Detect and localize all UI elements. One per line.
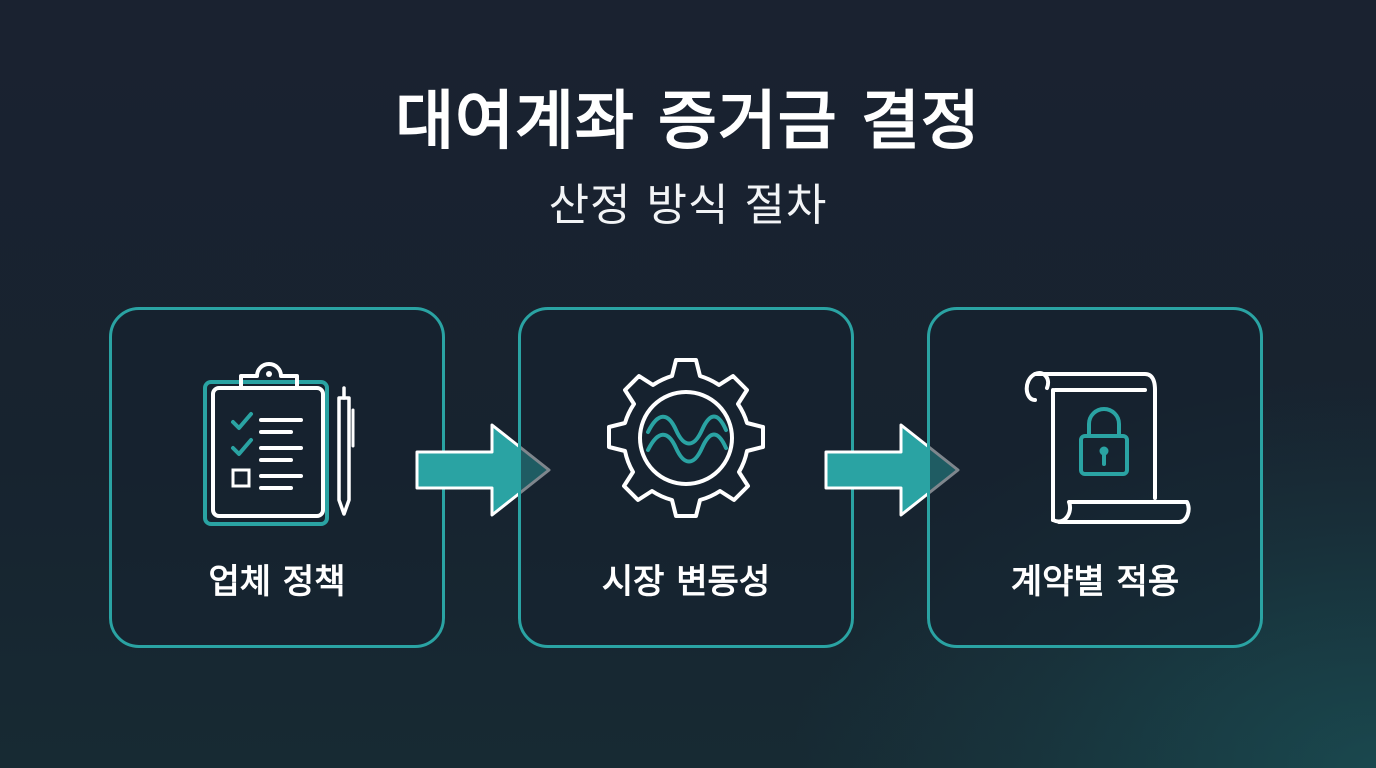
step-card-company-policy: 업체 정책 [109,307,445,648]
clipboard-checklist-icon [112,350,442,530]
gear-wave-icon [521,350,851,530]
page-subtitle: 산정 방식 절차 [548,180,828,231]
step-label: 시장 변동성 [601,562,771,602]
page-title: 대여계좌 증거금 결정 [395,85,981,159]
step-label: 계약별 적용 [1010,562,1180,602]
step-label: 업체 정책 [208,562,346,602]
step-card-contract-application: 계약별 적용 [927,307,1263,648]
scroll-lock-icon [930,350,1260,530]
step-card-market-volatility: 시장 변동성 [518,307,854,648]
